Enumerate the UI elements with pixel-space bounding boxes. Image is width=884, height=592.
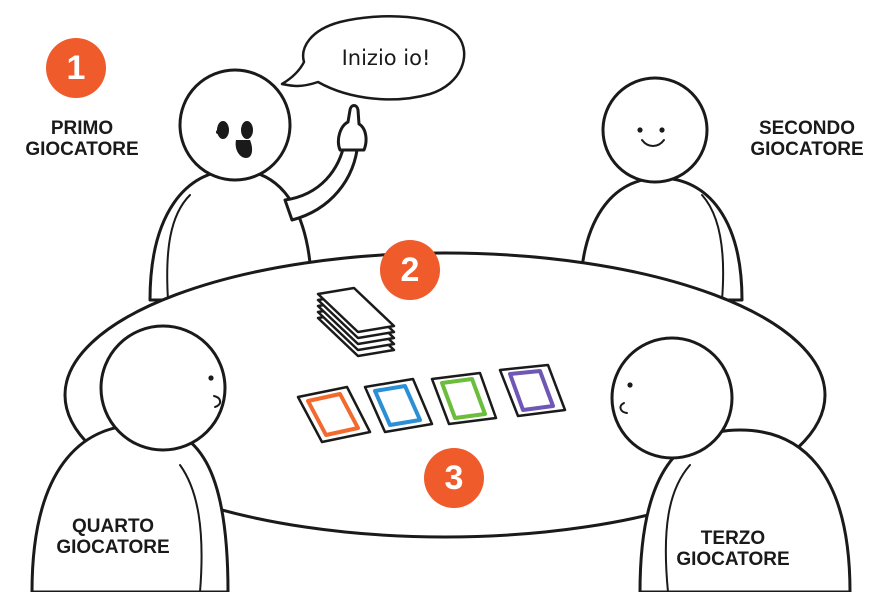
first-player-label-line1: PRIMO [22,118,142,139]
step-badge-2: 2 [380,240,440,300]
step-badge-1: 1 [46,38,106,98]
fourth-player-label-line1: QUARTO [48,516,178,537]
third-player-label-line1: TERZO [668,528,798,549]
fourth-player-label-line2: GIOCATORE [48,537,178,558]
first-player-label: PRIMO GIOCATORE [22,118,142,160]
fourth-player-label: QUARTO GIOCATORE [48,516,178,558]
second-player-label-line1: SECONDO [742,118,872,139]
first-player-label-line2: GIOCATORE [22,139,142,160]
step-badge-3: 3 [424,448,484,508]
second-player-label: SECONDO GIOCATORE [742,118,872,160]
third-player-label: TERZO GIOCATORE [668,528,798,570]
speech-bubble-text: Inizio io! [318,44,454,72]
second-player-label-line2: GIOCATORE [742,139,872,160]
third-player-label-line2: GIOCATORE [668,549,798,570]
